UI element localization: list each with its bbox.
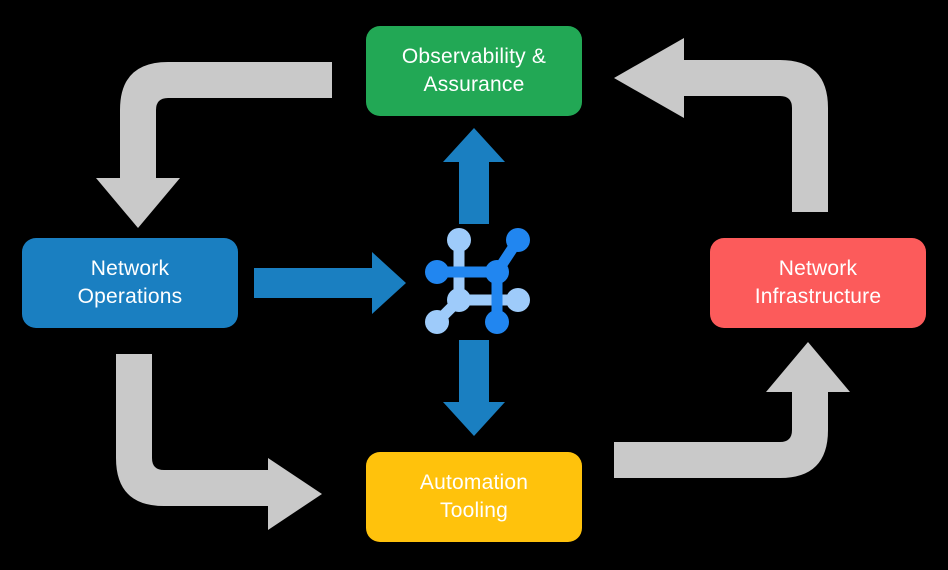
node-automation-tooling-label-line1: Automation	[419, 471, 529, 495]
node-observability-and-assurance[interactable]: Observability & Assurance	[366, 26, 582, 116]
node-network-infrastructure-label-line2: Infrastructure	[754, 285, 882, 308]
node-automation-tooling-label: Automation Tooling	[420, 469, 528, 524]
gray-arrow-observability-to-operations	[96, 62, 332, 228]
node-automation-tooling-label-line2: Tooling	[440, 499, 508, 522]
node-observability-label-line1: Observability &	[401, 45, 547, 69]
node-network-operations-label-line1: Network	[90, 257, 170, 281]
gray-arrow-infrastructure-to-observability	[614, 38, 828, 212]
node-automation-tooling[interactable]: Automation Tooling	[366, 452, 582, 542]
node-observability-label-line2: Assurance	[423, 73, 525, 96]
gray-arrow-operations-to-automation	[116, 354, 322, 530]
blue-arrow-center-to-automation	[443, 340, 505, 436]
node-network-operations-label: Network Operations	[78, 255, 183, 310]
node-network-operations-label-line2: Operations	[77, 285, 183, 308]
node-network-infrastructure-label: Network Infrastructure	[755, 255, 882, 310]
blue-arrow-center-to-observability	[443, 128, 505, 224]
network-topology-icon	[425, 228, 530, 334]
node-network-infrastructure[interactable]: Network Infrastructure	[710, 238, 926, 328]
blue-arrow-operations-to-center	[254, 252, 406, 314]
node-observability-label: Observability & Assurance	[402, 43, 546, 98]
gray-arrow-automation-to-infrastructure	[614, 342, 850, 478]
node-network-operations[interactable]: Network Operations	[22, 238, 238, 328]
node-network-infrastructure-label-line1: Network	[778, 257, 858, 281]
